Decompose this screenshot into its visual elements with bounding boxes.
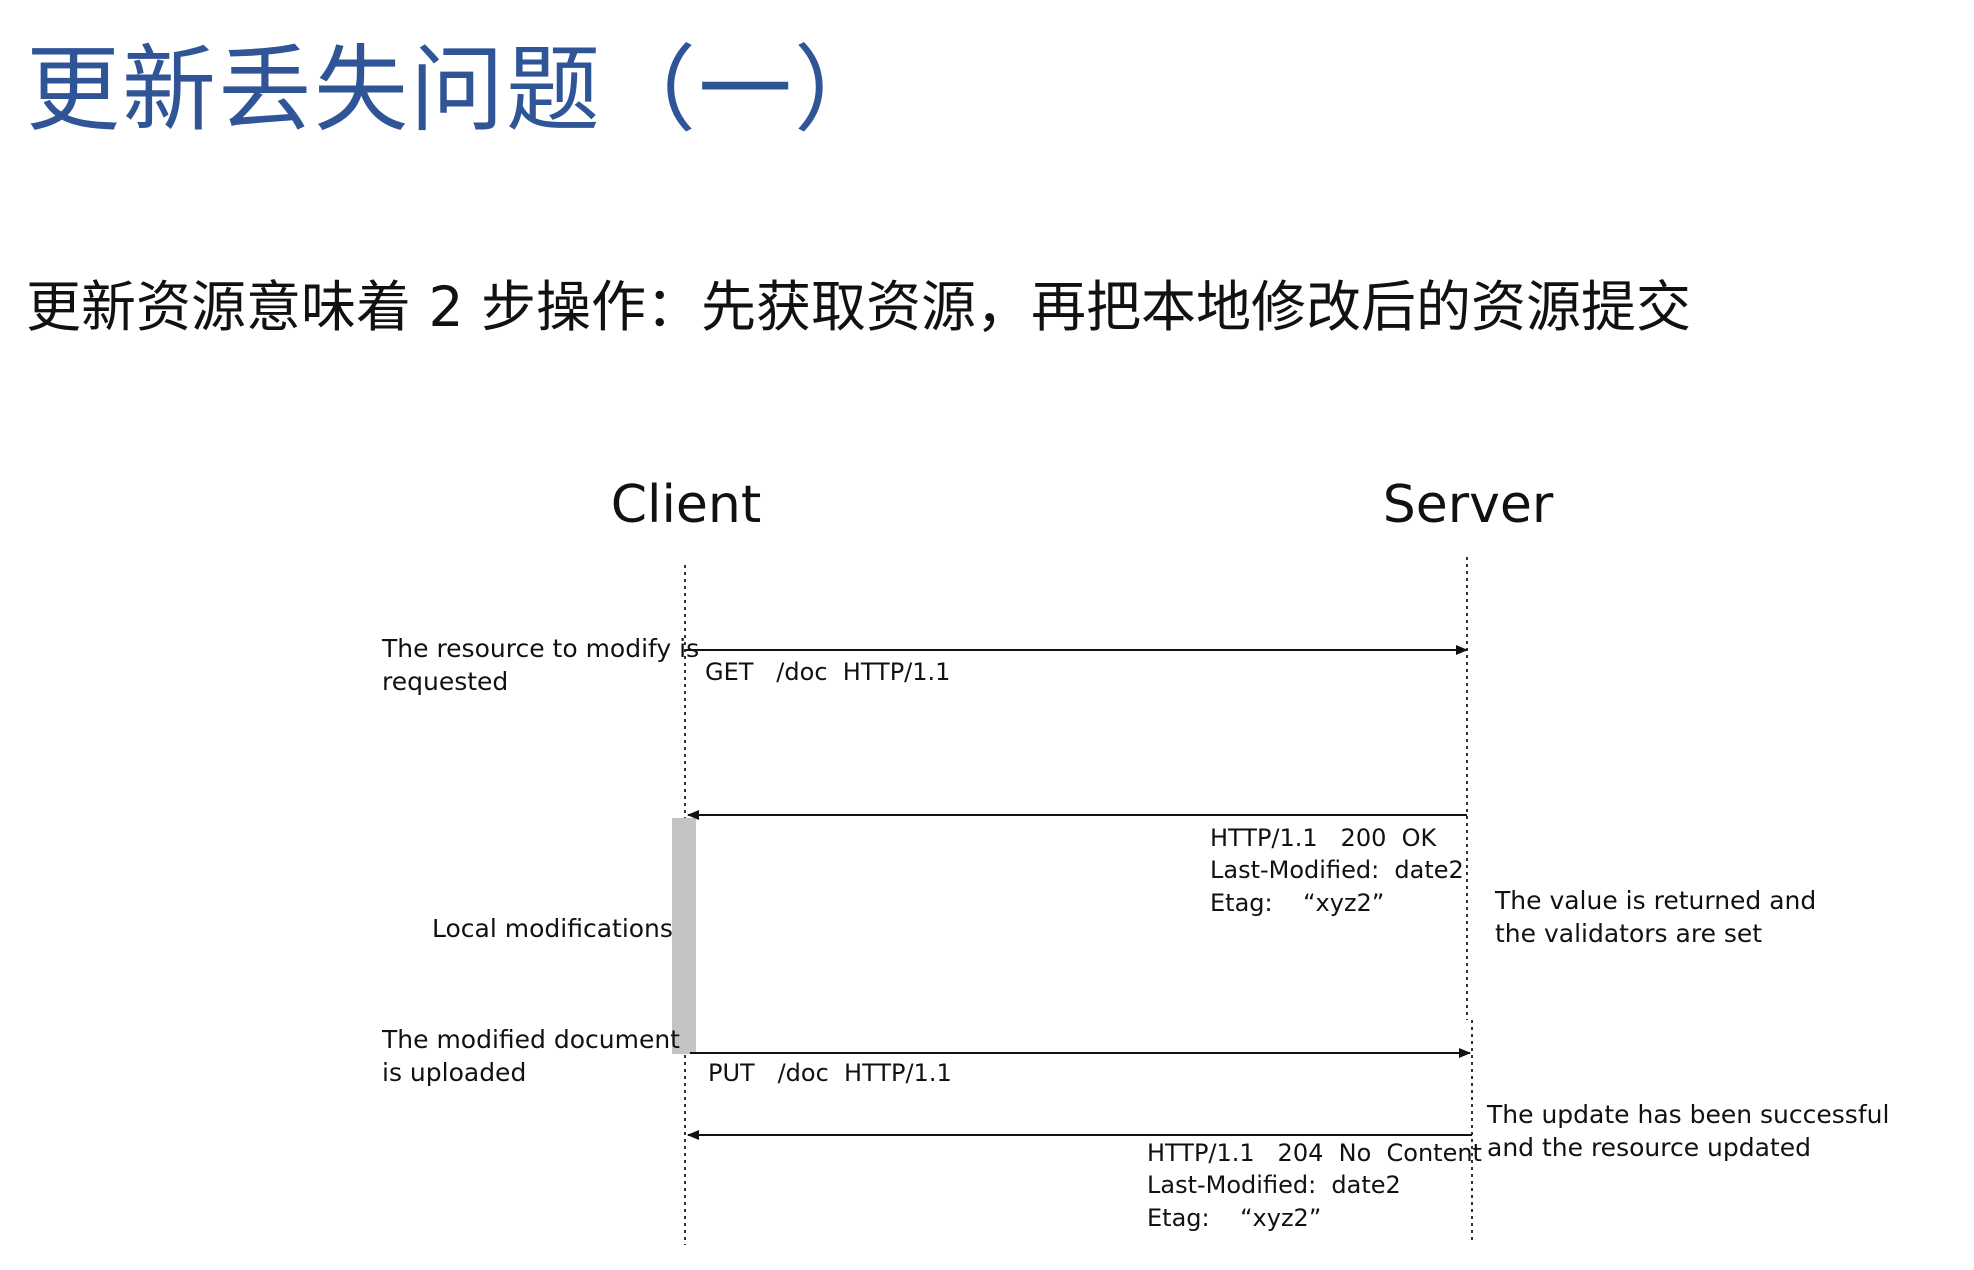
server-label: Server xyxy=(1383,475,1554,535)
local-modifications-bar xyxy=(672,818,696,1054)
note-upload-line1: The modified document xyxy=(381,1025,680,1054)
note-update-success-line1: The update has been successful xyxy=(1486,1100,1889,1129)
slide-subtitle: 更新资源意味着 2 步操作：先获取资源，再把本地修改后的资源提交 xyxy=(26,275,1691,339)
note-value-returned-line1: The value is returned and xyxy=(1494,886,1816,915)
note-get-request-line2: requested xyxy=(382,667,508,696)
note-local-modifications: Local modifications xyxy=(432,914,673,943)
response-200-status: HTTP/1.1 200 OK xyxy=(1210,824,1438,852)
slide-title: 更新丢失问题（一） xyxy=(26,36,891,145)
put-message-label: PUT /doc HTTP/1.1 xyxy=(708,1059,952,1087)
response-200-last-modified: Last-Modified: date2 xyxy=(1210,856,1464,884)
note-get-request-line1: The resource to modify is xyxy=(381,634,699,663)
response-200-etag: Etag: “xyz2” xyxy=(1210,889,1384,917)
response-204-last-modified: Last-Modified: date2 xyxy=(1147,1171,1401,1199)
get-message-label: GET /doc HTTP/1.1 xyxy=(705,658,950,686)
note-update-success-line2: and the resource updated xyxy=(1487,1133,1811,1162)
note-upload-line2: is uploaded xyxy=(382,1058,526,1087)
client-label: Client xyxy=(611,475,762,535)
note-value-returned-line2: the validators are set xyxy=(1495,919,1762,948)
response-204-status: HTTP/1.1 204 No Content xyxy=(1147,1139,1482,1167)
response-204-etag: Etag: “xyz2” xyxy=(1147,1204,1321,1232)
